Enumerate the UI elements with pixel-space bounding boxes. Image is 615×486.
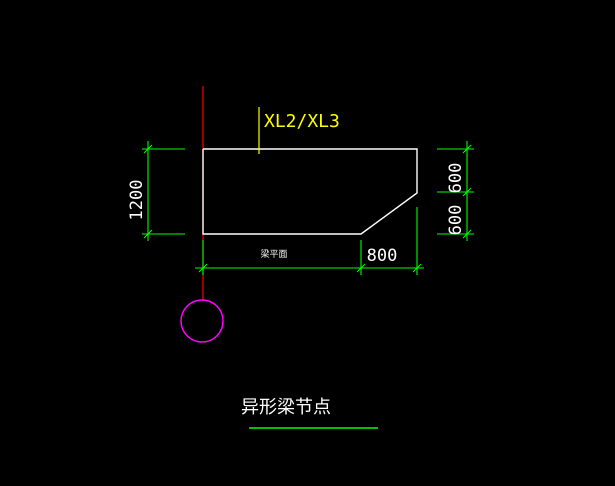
left-tick-bottom xyxy=(143,229,153,239)
section-note: 梁平面 xyxy=(260,248,287,260)
right-bottom-label: 600 xyxy=(446,205,466,236)
bottom-dimension xyxy=(195,207,424,275)
right-dimension xyxy=(437,141,474,241)
right-top-label: 600 xyxy=(446,163,466,194)
left-height-label: 1200 xyxy=(127,180,147,221)
left-dimension xyxy=(142,141,185,241)
grid-bubble xyxy=(180,299,224,343)
bottom-length-label: 800 xyxy=(367,246,398,266)
drawing-title: 异形梁节点 xyxy=(241,397,331,418)
left-tick-top xyxy=(143,144,153,154)
right-tick-bottom xyxy=(462,229,472,239)
beam-tag: XL2/XL3 xyxy=(264,111,340,132)
beam-outline xyxy=(202,148,418,235)
right-tick-mid xyxy=(462,187,472,197)
bottom-tick-left xyxy=(198,263,208,273)
bottom-tick-mid xyxy=(356,263,366,273)
right-tick-top xyxy=(462,144,472,154)
bottom-tick-right xyxy=(412,263,422,273)
